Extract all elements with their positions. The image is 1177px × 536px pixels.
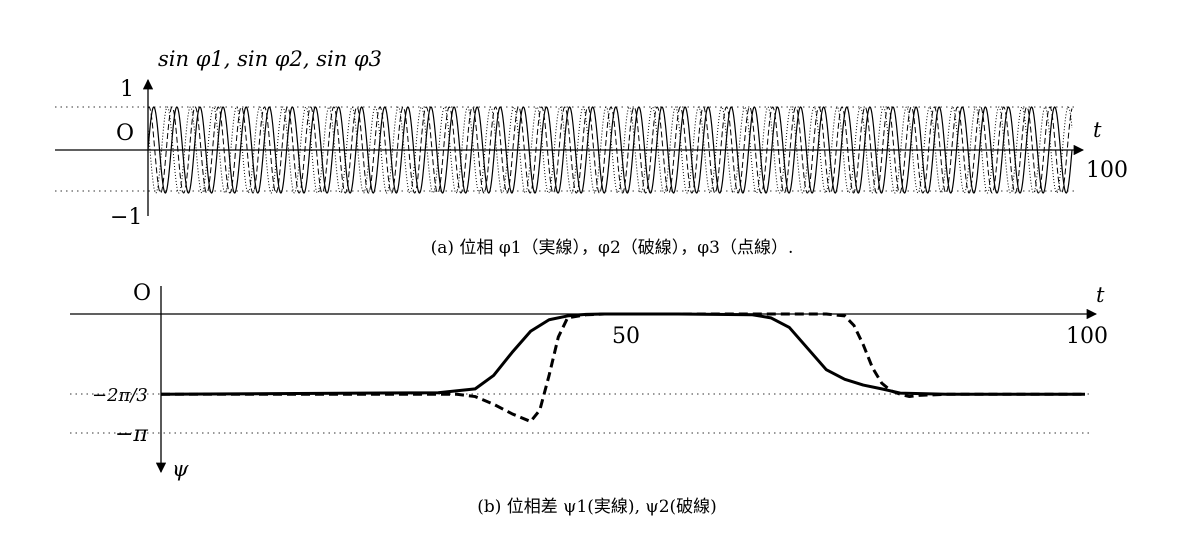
panel-a-series-solid [148,106,1073,194]
panel-a-tick-1: 1 [120,77,134,102]
panel-a-xlabel: t [1093,118,1102,142]
panel-a-origin: O [116,121,134,146]
panel-a-series-dashed [148,106,1073,194]
panel-b-series-dashed [161,312,1085,424]
panel-b-tick-minus-2pi3: −2π/3 [92,385,148,406]
panel-b-origin: O [133,281,151,306]
panel-a: sin φ1, sin φ2, sin φ3 1 O −1 t 100 (a) … [55,47,1128,258]
panel-a-caption: (a) 位相 φ1（実線），φ2（破線），φ3（点線）. [431,238,794,258]
panel-b-tick-minus-pi: −π [115,422,148,447]
panel-a-tick-minus1: −1 [110,205,142,230]
panel-a-ylabel: sin φ1, sin φ2, sin φ3 [158,47,382,71]
panel-b-ylabel: ψ [172,457,189,481]
panel-b-xlabel: t [1096,283,1105,307]
panel-a-tick-100: 100 [1086,158,1128,183]
panel-b-caption: (b) 位相差 ψ1(実線), ψ2(破線) [477,497,717,517]
panel-b-tick-100: 100 [1066,324,1108,349]
panel-b: O t 50 100 −2π/3 −π ψ (b) 位相差 ψ1(実線), ψ2… [70,281,1108,517]
panel-b-tick-50: 50 [612,324,640,349]
